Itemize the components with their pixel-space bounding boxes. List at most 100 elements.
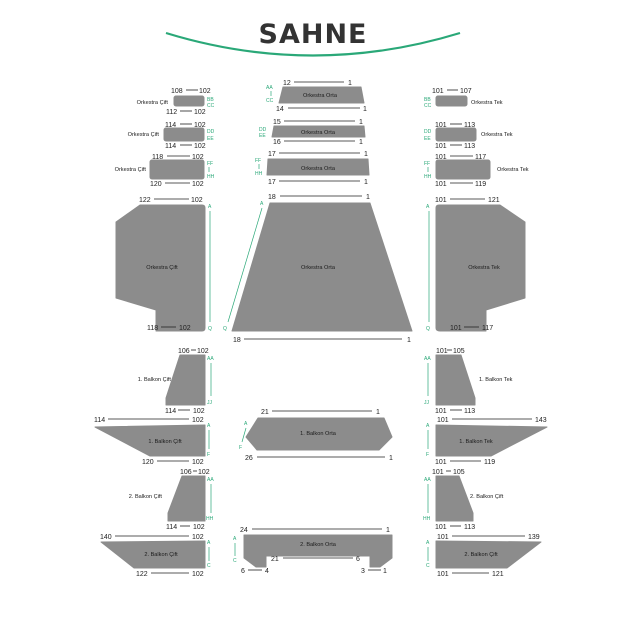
- section-b2-right[interactable]: 101 139 101 121 A C 2. Balkon Çift: [426, 534, 542, 578]
- section-shape[interactable]: [231, 202, 413, 332]
- section-orch-left-top[interactable]: 108 102 112 102 BB CC Orkestra Çift: [137, 88, 215, 116]
- section-shape[interactable]: [266, 158, 370, 176]
- seat-num: 105: [453, 348, 465, 355]
- section-orch-left-mid[interactable]: 114 102 114 102 DD EE Orkestra Çift: [128, 122, 215, 150]
- section-orch-left-main[interactable]: 122 102 118 102 A Q Orkestra Çift: [115, 197, 212, 332]
- section-orch-center-mid[interactable]: 15 1 16 1 DD EE Orkestra Orta: [259, 119, 366, 146]
- row-label: AA: [266, 85, 273, 91]
- section-b1-right[interactable]: 101 143 101 119 A F 1. Balkon Tek: [426, 417, 548, 466]
- seat-num: 102: [199, 88, 211, 95]
- section-shape[interactable]: [167, 475, 206, 522]
- section-shape[interactable]: [435, 95, 468, 107]
- seat-num: 3: [361, 568, 365, 575]
- seat-num: 113: [464, 524, 475, 531]
- section-orch-center-main[interactable]: 18 1 18 1 A Q Orkestra Orta: [223, 194, 413, 344]
- seat-num: 16: [273, 139, 281, 146]
- section-shape[interactable]: [100, 540, 206, 569]
- section-shape[interactable]: [435, 127, 477, 142]
- seat-num: 114: [166, 524, 177, 531]
- seat-num: 113: [464, 122, 475, 129]
- row-label: A: [207, 540, 211, 546]
- section-orch-left-low[interactable]: 118 102 120 102 FF HH Orkestra Çift: [115, 154, 215, 188]
- seat-num: 114: [94, 417, 105, 424]
- section-orch-right-top[interactable]: 101 107 BB CC Orkestra Tek: [424, 88, 503, 109]
- section-shape[interactable]: [435, 354, 476, 406]
- row-label: C: [233, 558, 237, 564]
- section-shape[interactable]: [271, 125, 366, 138]
- section-shape[interactable]: [243, 534, 393, 568]
- row-label: DD: [424, 129, 432, 135]
- seat-num: 113: [464, 143, 475, 150]
- seat-num: 101: [432, 469, 444, 476]
- section-b2-center[interactable]: 24 1 21 6 6 4 3 1 A C 2. Balkon Orta: [233, 527, 393, 575]
- row-label: A: [260, 201, 264, 207]
- seat-num: 101: [437, 571, 449, 578]
- seat-num: 121: [492, 571, 504, 578]
- section-b1-left[interactable]: 114 102 120 102 A F 1. Balkon Çift: [94, 417, 211, 466]
- row-label: A: [207, 423, 211, 429]
- section-shape[interactable]: [435, 424, 548, 457]
- row-label: C: [207, 563, 211, 569]
- section-orch-right-mid[interactable]: 101 113 101 113 DD EE Orkestra Tek: [424, 122, 513, 150]
- section-orch-center-low[interactable]: 17 1 17 1 FF HH Orkestra Orta: [255, 151, 370, 186]
- section-label: Orkestra Tek: [497, 167, 529, 173]
- seat-num: 105: [453, 469, 465, 476]
- section-shape[interactable]: [435, 204, 526, 332]
- seat-num: 102: [197, 348, 209, 355]
- row-label: EE: [207, 136, 214, 142]
- section-shape[interactable]: [245, 417, 393, 451]
- section-shape[interactable]: [115, 204, 206, 332]
- section-shape[interactable]: [149, 159, 205, 180]
- row-label: C: [426, 563, 430, 569]
- seat-num: 24: [240, 527, 248, 534]
- row-label: BB: [207, 97, 214, 103]
- section-b2-right-small[interactable]: 101 105 101 113 AA HH 2. Balkon Çift: [423, 469, 504, 531]
- section-b2-left-small[interactable]: 106 102 114 102 AA HH 2. Balkon Çift: [129, 469, 215, 531]
- section-shape[interactable]: [163, 127, 205, 142]
- section-orch-center-top[interactable]: 12 1 14 1 AA CC Orkestra Orta: [266, 80, 367, 113]
- seat-num: 101: [435, 459, 447, 466]
- section-shape[interactable]: [165, 354, 206, 406]
- section-orch-right-main[interactable]: 101 121 101 117 A Q Orkestra Tek: [426, 197, 526, 332]
- section-shape[interactable]: [278, 86, 365, 104]
- section-orch-right-low[interactable]: 101 117 101 119 FF HH Orkestra Tek: [424, 154, 529, 188]
- section-label: 2. Balkon Orta: [300, 542, 337, 548]
- section-b1-left-small[interactable]: 106 102 114 102 AA JJ 1. Balkon Çift: [138, 348, 215, 415]
- seat-num: 101: [436, 348, 448, 355]
- section-label: Orkestra Orta: [301, 265, 336, 271]
- section-shape[interactable]: [435, 159, 491, 180]
- seat-num: 101: [435, 181, 447, 188]
- section-label: 1. Balkon Tek: [459, 439, 493, 445]
- section-shape[interactable]: [94, 424, 206, 457]
- seat-num: 1: [359, 119, 363, 126]
- section-shape[interactable]: [173, 95, 205, 107]
- row-label: BB: [424, 97, 431, 103]
- seat-num: 107: [460, 88, 472, 95]
- seat-num: 102: [191, 197, 203, 204]
- seat-num: 102: [194, 122, 206, 129]
- row-label: Q: [223, 326, 227, 332]
- section-label: Orkestra Orta: [301, 166, 336, 172]
- stage-arc: [165, 31, 461, 57]
- seat-num: 106: [180, 469, 192, 476]
- section-label: Orkestra Orta: [303, 93, 338, 99]
- seat-num: 121: [488, 197, 500, 204]
- section-shape[interactable]: [435, 475, 474, 522]
- row-label: AA: [207, 356, 214, 362]
- section-label: Orkestra Tek: [471, 100, 503, 106]
- section-label: 2. Balkon Çift: [144, 552, 178, 558]
- seat-num: 102: [179, 325, 191, 332]
- row-label: FF: [207, 161, 213, 167]
- section-b2-left[interactable]: 140 102 122 102 A C 2. Balkon Çift: [100, 534, 211, 578]
- seat-num: 106: [178, 348, 190, 355]
- section-b1-right-small[interactable]: 101 105 101 113 AA JJ 1. Balkon Tek: [424, 348, 513, 415]
- seat-num: 21: [271, 556, 279, 563]
- row-label: CC: [424, 103, 432, 109]
- seat-num: 14: [276, 106, 284, 113]
- section-shape[interactable]: [435, 540, 542, 569]
- seat-num: 1: [389, 455, 393, 462]
- section-label: Orkestra Tek: [481, 132, 513, 138]
- seat-num: 1: [366, 194, 370, 201]
- seat-num: 1: [364, 179, 368, 186]
- section-b1-center[interactable]: 21 1 26 1 A F 1. Balkon Orta: [239, 409, 393, 462]
